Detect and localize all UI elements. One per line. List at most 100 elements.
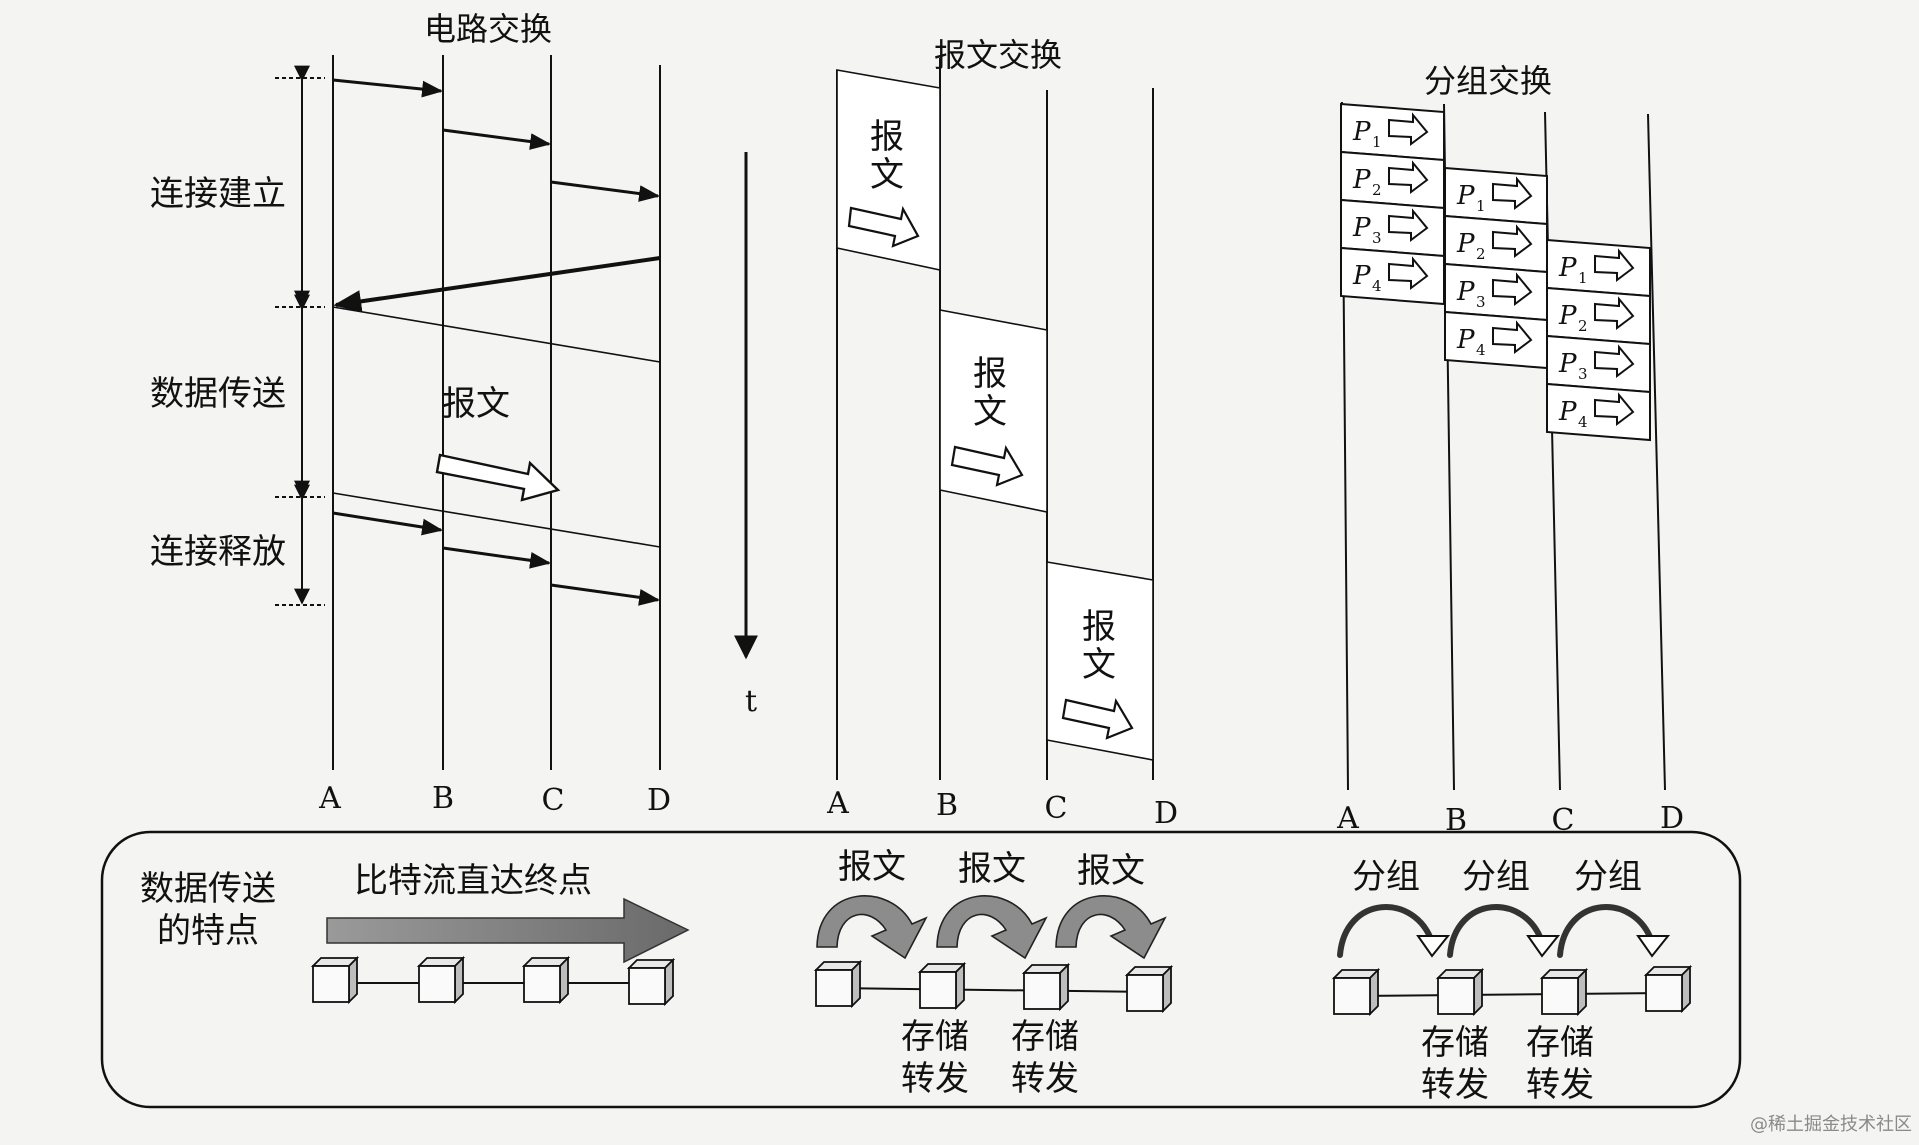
network-node-icon <box>917 961 967 1011</box>
features-box: 数据传送 的特点 比特流直达终点 报文 报文 报文 存储 转发 存储 转发 分组… <box>100 830 1742 1109</box>
circuit-nodes <box>310 955 676 1007</box>
message-node-a: A <box>826 786 849 821</box>
store-label-line2: 转发 <box>1011 1059 1079 1099</box>
packet-number: 2 <box>1372 181 1382 199</box>
packet-number: 4 <box>1476 341 1486 359</box>
packet-label: P <box>1352 213 1371 243</box>
store-forward-arrow-icon <box>1055 895 1167 960</box>
network-node-icon <box>626 957 676 1007</box>
network-node-icon <box>1643 964 1693 1014</box>
network-node-icon <box>1435 967 1485 1017</box>
features-frame <box>100 830 1742 1109</box>
message-nodes <box>813 959 1174 1014</box>
circuit-node-a: A <box>318 781 341 816</box>
packet-label: P <box>1558 349 1577 379</box>
circuit-node-c: C <box>542 783 565 818</box>
packet-hop-arrow-icon <box>1447 904 1545 958</box>
message-arrow-icon <box>1061 697 1134 740</box>
hop-label-packet: 分组 <box>1462 857 1530 897</box>
network-node-icon <box>1539 967 1589 1017</box>
packet-hop-arrowhead-icon <box>1416 935 1451 958</box>
store-label-line1: 存储 <box>1526 1023 1594 1063</box>
network-node-icon <box>310 955 360 1005</box>
hop-label-packet: 分组 <box>1574 857 1642 897</box>
packet-label: P <box>1456 277 1475 307</box>
release-signals <box>332 511 661 606</box>
features-label-line1: 数据传送 <box>140 869 276 909</box>
circuit-switching-panel: 电路交换 连接建立 数据传送 连接释放 报文 <box>150 10 671 818</box>
packet-label: P <box>1456 325 1475 355</box>
circuit-message-label: 报文 <box>442 384 510 424</box>
packet-hop-arrow-icon <box>1337 904 1435 958</box>
store-label-line1: 存储 <box>1421 1023 1489 1063</box>
message-node-d: D <box>1154 796 1178 831</box>
packet-number: 3 <box>1578 365 1588 383</box>
network-node-icon <box>1021 962 1071 1012</box>
packet-number: 4 <box>1372 277 1382 295</box>
packet-label: P <box>1456 229 1475 259</box>
packet-number: 2 <box>1578 317 1588 335</box>
circuit-node-b: B <box>432 781 454 816</box>
message-node-c: C <box>1045 791 1068 826</box>
packet-arrow-icon <box>1594 248 1635 282</box>
setup-signals <box>332 78 661 313</box>
time-axis: t <box>734 152 758 719</box>
message-c-line1: 报 <box>1082 607 1116 647</box>
store-label-line1: 存储 <box>1011 1017 1079 1057</box>
bitstream-arrow-icon <box>326 897 690 964</box>
packet-arrow-icon <box>1388 208 1429 242</box>
packet-arrow-icon <box>1492 176 1533 210</box>
data-transfer-end-line <box>332 492 661 548</box>
message-b-line1: 报 <box>973 354 1007 394</box>
packet-label: P <box>1558 397 1577 427</box>
message-hop-arrows <box>816 895 1167 960</box>
packet-arrow-icon <box>1594 344 1635 378</box>
store-label-line2: 转发 <box>901 1059 969 1099</box>
circuit-title: 电路交换 <box>424 10 552 48</box>
packet-number: 1 <box>1372 133 1382 151</box>
network-node-icon <box>1331 967 1381 1017</box>
packet-hop-arrowhead-icon <box>1636 935 1671 958</box>
hop-label-message: 报文 <box>1077 851 1145 891</box>
packet-number: 1 <box>1476 197 1486 215</box>
packet-link <box>1351 992 1669 997</box>
packet-arrow-icon <box>1388 160 1429 194</box>
packet-label: P <box>1558 253 1577 283</box>
packet-label: P <box>1352 261 1371 291</box>
hop-label-message: 报文 <box>958 849 1026 889</box>
packet-hop-arrowhead-icon <box>1526 935 1561 958</box>
store-forward-arrow-icon <box>816 895 928 960</box>
packet-label: P <box>1558 301 1577 331</box>
bitstream-text: 比特流直达终点 <box>354 861 592 901</box>
packet-arrow-icon <box>1388 256 1429 290</box>
network-node-icon <box>1124 964 1174 1014</box>
packet-nodes <box>1331 964 1693 1017</box>
store-label-line2: 转发 <box>1526 1065 1594 1105</box>
packet-arrow-icon <box>1492 224 1533 258</box>
message-a-line2: 文 <box>870 155 904 195</box>
data-transfer-start-line <box>332 306 661 363</box>
message-node-b: B <box>936 788 958 823</box>
timeline-d <box>1647 113 1666 791</box>
packet-number: 2 <box>1476 245 1486 263</box>
packet-arrow-icon <box>1492 272 1533 306</box>
message-switching-title: 报文交换 <box>934 36 1062 74</box>
hop-label-message: 报文 <box>838 847 906 887</box>
packet-hop-arrow-icon <box>1557 904 1655 958</box>
packet-arrow-icon <box>1492 320 1533 354</box>
message-arrow-icon <box>950 444 1024 487</box>
time-axis-label: t <box>745 684 757 719</box>
packet-arrow-icon <box>1594 392 1635 426</box>
